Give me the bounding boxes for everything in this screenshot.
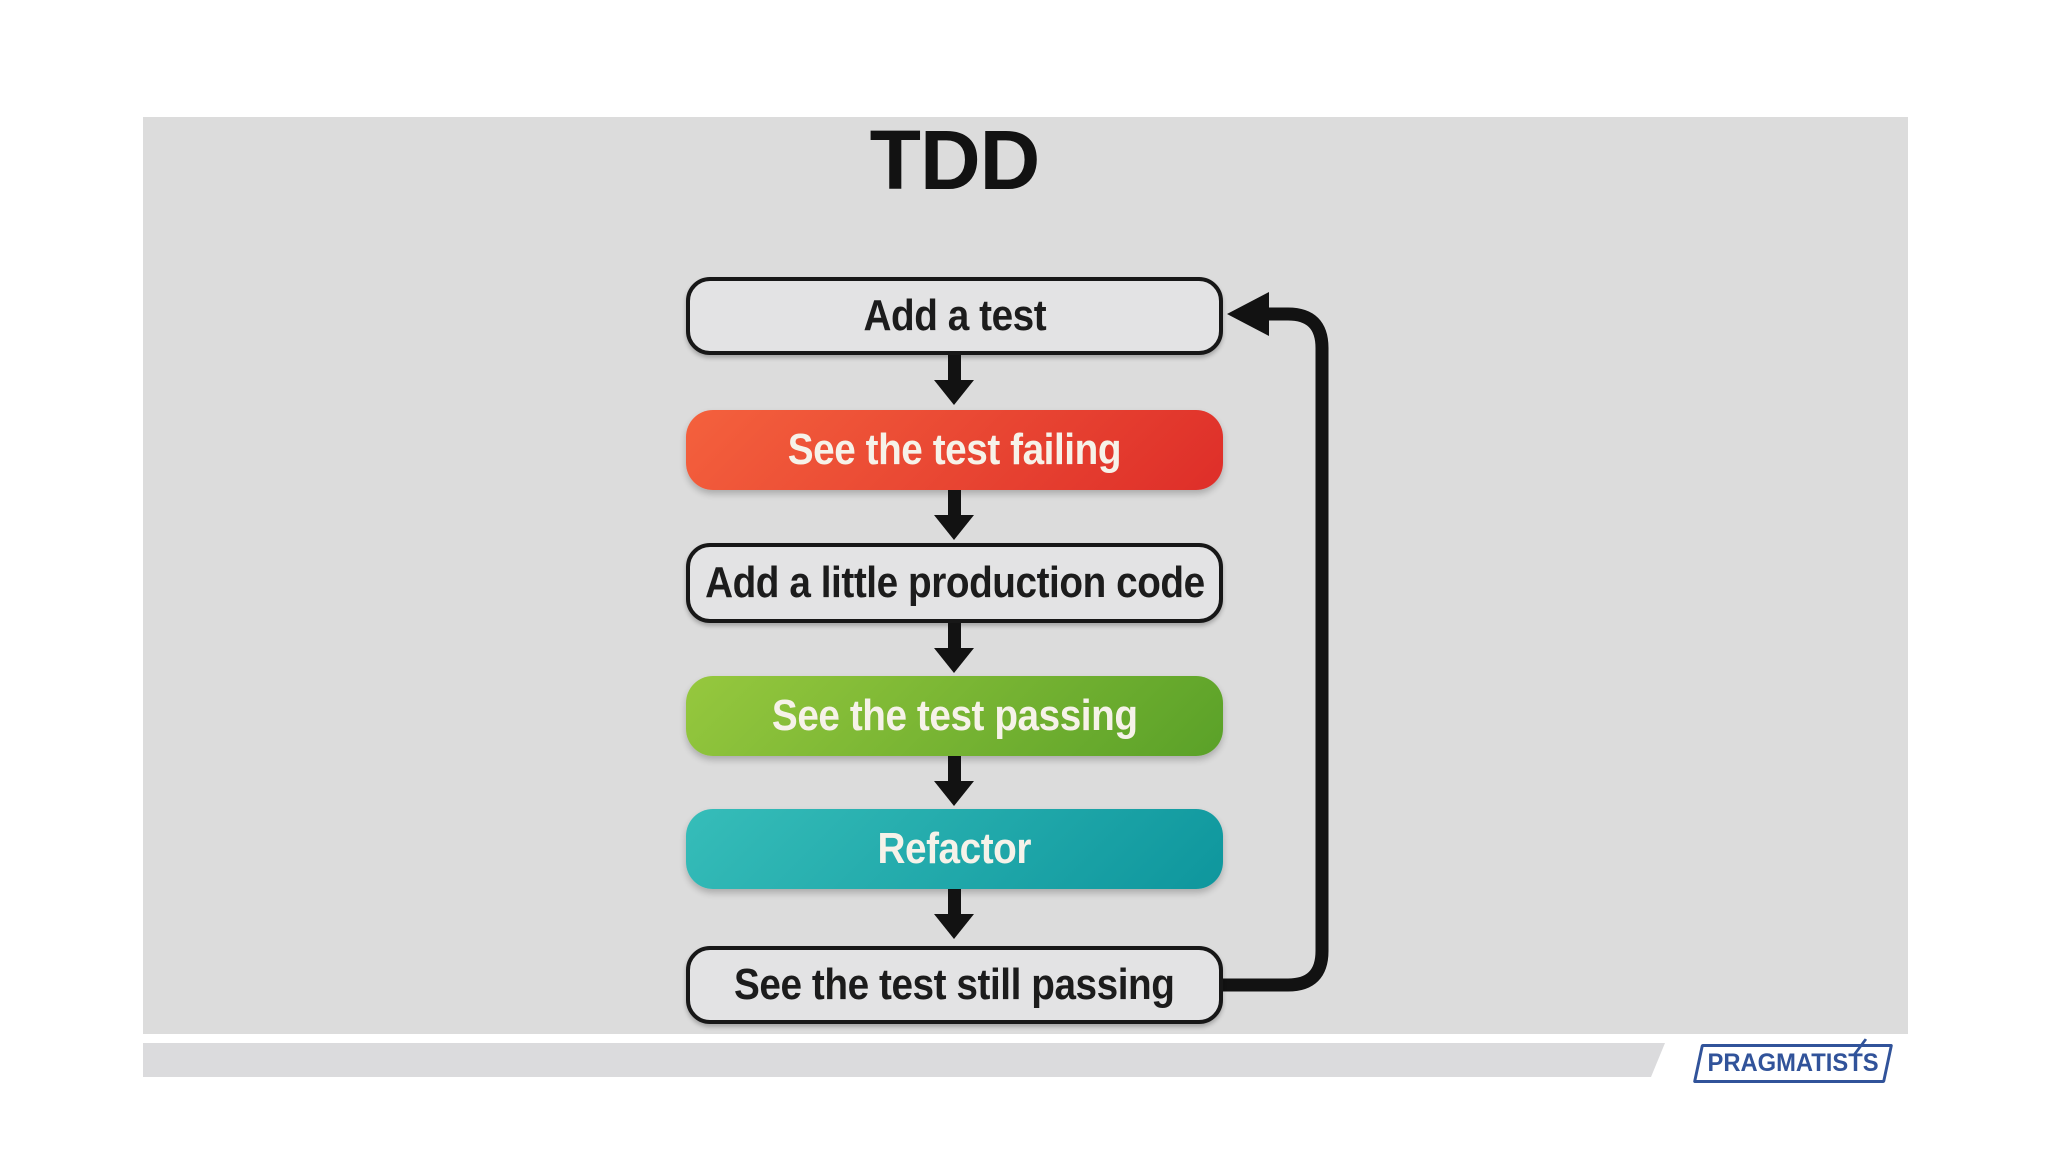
flow-step-label: Refactor xyxy=(877,824,1032,873)
flow-step-label: See the test still passing xyxy=(734,960,1175,1009)
down-arrow-icon xyxy=(934,490,974,540)
flow-step-add-production-code: Add a little production code xyxy=(686,543,1223,623)
flow-step-refactor: Refactor xyxy=(686,809,1223,889)
page-title: TDD xyxy=(869,113,1041,207)
flow-step-label: See the test passing xyxy=(771,691,1138,740)
down-arrow-icon xyxy=(934,756,974,806)
pragmatists-logo: PRAGMATISTS xyxy=(1692,1038,1894,1083)
footer-bar xyxy=(143,1043,1665,1077)
flow-step-see-test-still-passing: See the test still passing xyxy=(686,946,1223,1024)
flow-step-label: Add a test xyxy=(863,291,1046,340)
down-arrow-icon xyxy=(934,889,974,939)
down-arrow-icon xyxy=(934,623,974,673)
flow-step-add-a-test: Add a test xyxy=(686,277,1223,355)
flow-step-label: Add a little production code xyxy=(704,558,1205,607)
flow-step-see-test-failing: See the test failing xyxy=(686,410,1223,490)
down-arrow-icon xyxy=(934,355,974,405)
flow-step-label: See the test failing xyxy=(787,425,1122,474)
flow-step-see-test-passing: See the test passing xyxy=(686,676,1223,756)
